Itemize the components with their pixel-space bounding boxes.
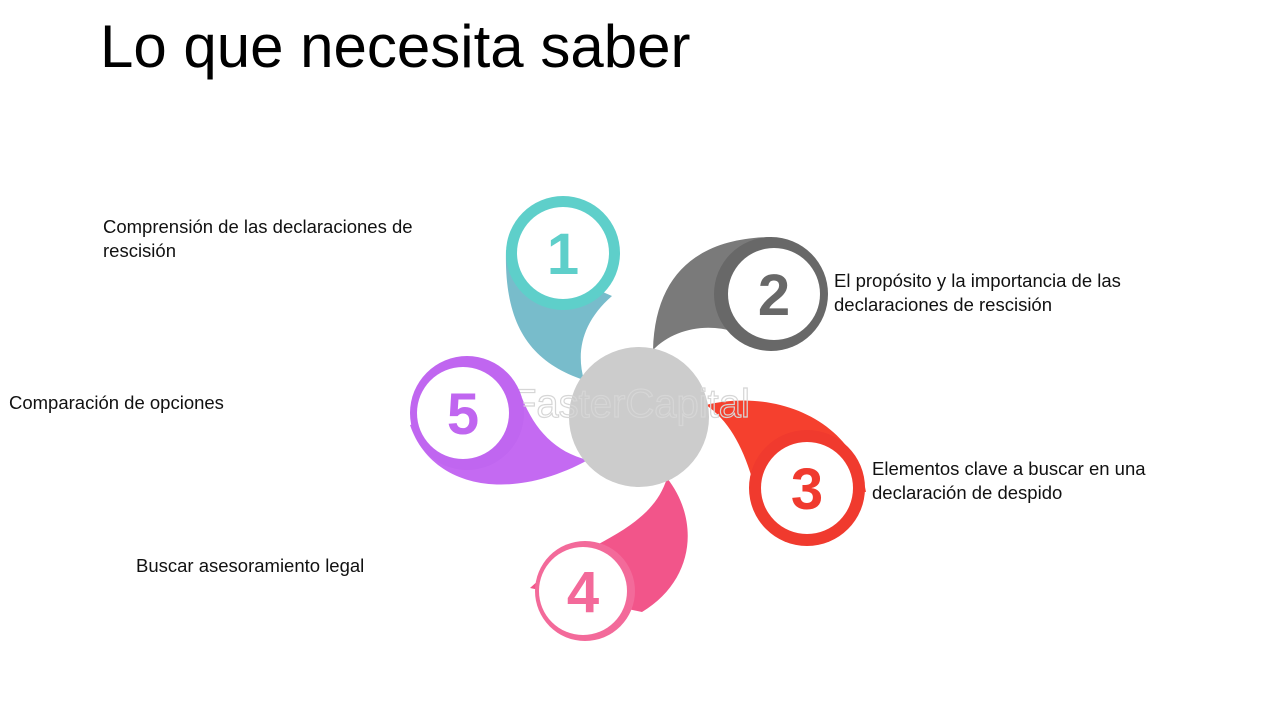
step-badge-4: 4 [535, 541, 635, 641]
step-badge-1: 1 [506, 196, 620, 310]
slide-title: Lo que necesita saber [100, 13, 691, 80]
step-label-2: El propósito y la importancia de las dec… [834, 270, 1121, 315]
step-number: 3 [791, 457, 823, 522]
step-number: 1 [547, 222, 579, 287]
step-badge-5: 5 [410, 356, 524, 470]
step-badge-2: 2 [714, 237, 828, 351]
step-number: 4 [567, 560, 599, 625]
watermark-text: FasterCapital [512, 382, 750, 426]
step-number: 5 [447, 382, 479, 447]
step-label-1: Comprensión de las declaraciones de resc… [103, 216, 413, 261]
step-label-4: Buscar asesoramiento legal [136, 555, 365, 576]
step-number: 2 [758, 263, 790, 328]
step-label-3: Elementos clave a buscar en una declarac… [872, 458, 1146, 503]
step-label-5: Comparación de opciones [9, 392, 224, 413]
center-circle [569, 347, 709, 487]
step-badge-3: 3 [749, 430, 865, 546]
